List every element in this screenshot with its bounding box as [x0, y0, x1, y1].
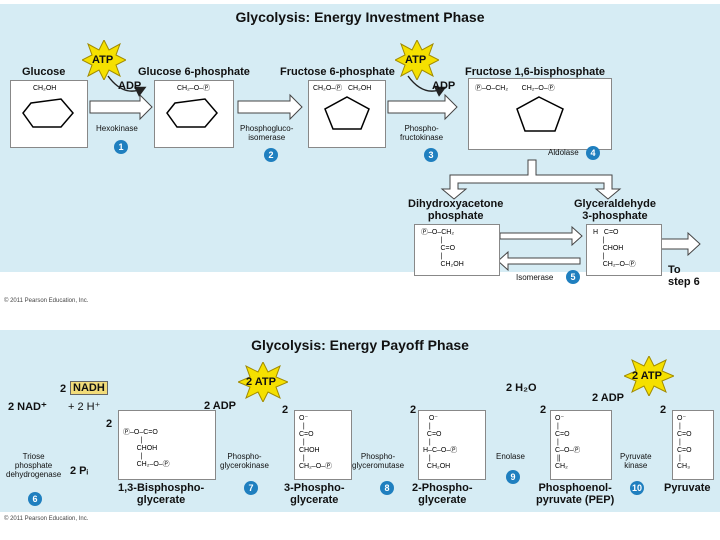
reaction-arrow-2 — [237, 93, 303, 121]
enzyme-triose-phosphate-dehydrogenase: Triose phosphate dehydrogenase — [6, 452, 62, 479]
payoff-title: Glycolysis: Energy Payoff Phase — [251, 337, 469, 353]
g3p-structure-text: H C=O | CHOH | CH₂–O–Ⓟ — [593, 229, 636, 268]
enzyme-hexokinase: Hexokinase — [96, 124, 138, 133]
step-8-badge: 8 — [380, 481, 394, 495]
pi-label: 2 Pᵢ — [70, 465, 89, 477]
enzyme-phosphofructokinase: Phospho- fructokinase — [400, 124, 444, 142]
enzyme-phosphoglucoisomerase: Phosphogluco- isomerase — [240, 124, 294, 142]
bpg-structure-text: Ⓟ–O–C=O | CHOH | CH₂–O–Ⓟ — [123, 429, 170, 468]
molecule-glucose: Glucose — [22, 66, 66, 78]
molecule-dhap: Dihydroxyacetone phosphate — [408, 198, 504, 222]
atp-label-2: ATP — [405, 54, 427, 66]
g6p-structure-text: CH₂–O–Ⓟ — [177, 85, 211, 92]
adp-label-4: 2 ADP — [592, 392, 624, 404]
step-9-badge: 9 — [506, 470, 520, 484]
step-2-badge: 2 — [264, 148, 278, 162]
molecule-pep: Phosphoenol- pyruvate (PEP) — [536, 482, 615, 506]
molecule-3-phosphoglycerate: 3-Phospho- glycerate — [284, 482, 345, 506]
dhap-structure: Ⓟ–O–CH₂ | C=O | CH₂OH — [414, 224, 500, 276]
molecule-g3p: Glyceraldehyde 3-phosphate — [574, 198, 656, 222]
molecule-fructose-1-6-bisphosphate: Fructose 1,6-bisphosphate — [465, 66, 605, 78]
investment-title: Glycolysis: Energy Investment Phase — [235, 9, 485, 25]
adp-label-1: ADP — [118, 80, 142, 92]
step-4-badge: 4 — [586, 146, 600, 160]
pep-structure-text: O⁻ | C=O | C–O–Ⓟ || CH₂ — [555, 415, 581, 470]
coefficient-2-b: 2 — [282, 404, 289, 416]
coefficient-2-d: 2 — [540, 404, 547, 416]
copyright-bottom: © 2011 Pearson Education, Inc. — [4, 516, 89, 522]
step-5-badge: 5 — [566, 270, 580, 284]
adp-label-2: ADP — [432, 80, 456, 92]
step-10-badge: 10 — [630, 481, 644, 495]
fructose-6-phosphate-structure: CH₂O–Ⓟ CH₂OH — [308, 80, 386, 148]
pyruvate-structure-text: O⁻ | C=O | C=O | CH₃ — [677, 415, 692, 470]
copyright-top: © 2011 Pearson Education, Inc. — [4, 298, 89, 304]
step-7-badge: 7 — [244, 481, 258, 495]
pep-structure: O⁻ | C=O | C–O–Ⓟ || CH₂ — [550, 410, 612, 480]
enzyme-pyruvate-kinase: Pyruvate kinase — [620, 452, 652, 470]
3pg-structure-text: O⁻ | C=O | CHOH | CH₂–O–Ⓟ — [299, 415, 333, 470]
f16bp-structure-text: Ⓟ–O–CH₂ CH₂–O–Ⓟ — [475, 85, 555, 92]
2pg-structure-text: O⁻ | C=O | H–C–O–Ⓟ | CH₂OH — [423, 415, 458, 470]
aldolase-split-arrow — [440, 159, 622, 200]
bpg-structure: Ⓟ–O–C=O | CHOH | CH₂–O–Ⓟ — [118, 410, 216, 480]
atp-burst-3 — [238, 362, 288, 402]
atp-label-4: 2 ATP — [632, 370, 662, 382]
nadh-count: 2 — [60, 383, 67, 395]
reaction-arrow-3 — [387, 93, 458, 121]
molecule-1-3-bisphosphoglycerate: 1,3-Bisphospho- glycerate — [118, 482, 205, 506]
coefficient-2-e: 2 — [660, 404, 667, 416]
nad-label: 2 NAD⁺ — [8, 401, 47, 413]
g3p-structure: H C=O | CHOH | CH₂–O–Ⓟ — [586, 224, 662, 276]
atp-label-3: 2 ATP — [246, 376, 276, 388]
step-6-badge: 6 — [28, 492, 42, 506]
step-3-badge: 3 — [424, 148, 438, 162]
pyruvate-structure: O⁻ | C=O | C=O | CH₃ — [672, 410, 714, 480]
molecule-pyruvate: Pyruvate — [664, 482, 711, 494]
glucose-structure: CH₂OH — [10, 80, 88, 148]
nadh-label: NADH — [70, 381, 108, 395]
coefficient-2-a: 2 — [106, 418, 113, 430]
molecule-2-phosphoglycerate: 2-Phospho- glycerate — [412, 482, 473, 506]
atp-burst-1 — [82, 40, 126, 80]
f6p-structure-text: CH₂O–Ⓟ CH₂OH — [313, 85, 372, 92]
atp-label-1: ATP — [92, 54, 114, 66]
glucose-structure-text: CH₂OH — [33, 85, 57, 92]
enzyme-phosphoglycerokinase: Phospho- glycerokinase — [220, 452, 269, 470]
dhap-structure-text: Ⓟ–O–CH₂ | C=O | CH₂OH — [421, 229, 464, 268]
step-1-badge: 1 — [114, 140, 128, 154]
enzyme-isomerase: Isomerase — [516, 273, 554, 282]
reaction-arrow-1 — [89, 93, 153, 121]
adp-label-3: 2 ADP — [204, 400, 236, 412]
h-label: + 2 H⁺ — [68, 401, 101, 413]
coefficient-2-c: 2 — [410, 404, 417, 416]
atp-burst-2 — [395, 40, 439, 80]
to-step6-arrow — [659, 231, 701, 257]
fructose-1-6-bisphosphate-structure: Ⓟ–O–CH₂ CH₂–O–Ⓟ — [468, 78, 612, 150]
enzyme-enolase: Enolase — [496, 452, 525, 461]
enzyme-phosphoglyceromutase: Phospho- glyceromutase — [352, 452, 405, 470]
glucose-6-phosphate-structure: CH₂–O–Ⓟ — [154, 80, 234, 148]
atp-burst-4 — [624, 356, 674, 396]
2pg-structure: O⁻ | C=O | H–C–O–Ⓟ | CH₂OH — [418, 410, 486, 480]
molecule-fructose-6-phosphate: Fructose 6-phosphate — [280, 66, 395, 78]
isomerase-forward-arrow — [499, 225, 583, 247]
isomerase-reverse-arrow — [497, 250, 581, 272]
enzyme-aldolase: Aldolase — [548, 148, 579, 157]
water-label: 2 H₂O — [506, 382, 537, 394]
to-step-6: To step 6 — [668, 264, 700, 288]
molecule-glucose-6-phosphate: Glucose 6-phosphate — [138, 66, 250, 78]
3pg-structure: O⁻ | C=O | CHOH | CH₂–O–Ⓟ — [294, 410, 352, 480]
